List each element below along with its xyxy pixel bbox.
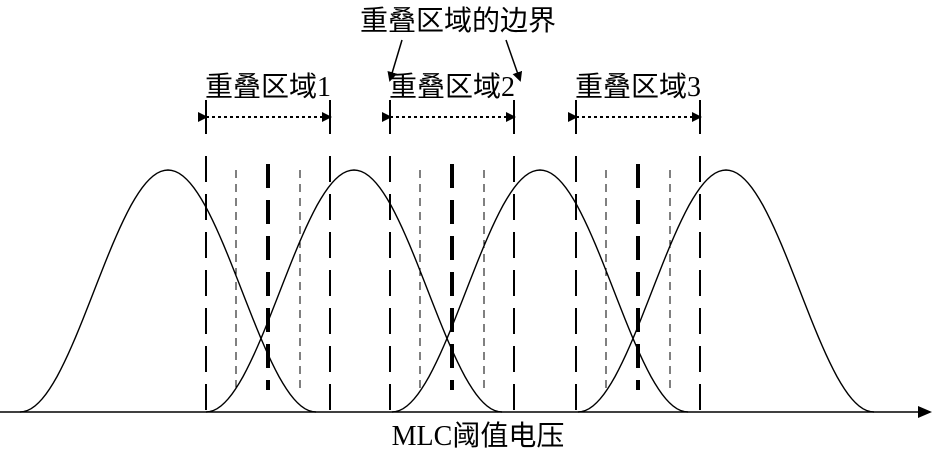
distribution-curve-2 (205, 169, 503, 413)
boundary-pointer-left (387, 39, 403, 82)
x-axis-label: MLC阈值电压 (392, 420, 565, 452)
distribution-curve-4 (577, 169, 875, 413)
region-label-2: 重叠区域2 (389, 71, 515, 103)
region-boundary-lines (205, 156, 701, 412)
boundary-pointer-right (505, 39, 523, 82)
read-reference-lines (266, 164, 640, 390)
distribution-curve-3 (391, 169, 689, 413)
boundary-label: 重叠区域的边界 (360, 5, 556, 37)
threshold-distributions (19, 169, 875, 413)
region-label-3: 重叠区域3 (575, 71, 701, 103)
inner-reference-lines (235, 170, 671, 390)
distribution-curve-1 (19, 169, 317, 413)
region-label-1: 重叠区域1 (205, 71, 331, 103)
